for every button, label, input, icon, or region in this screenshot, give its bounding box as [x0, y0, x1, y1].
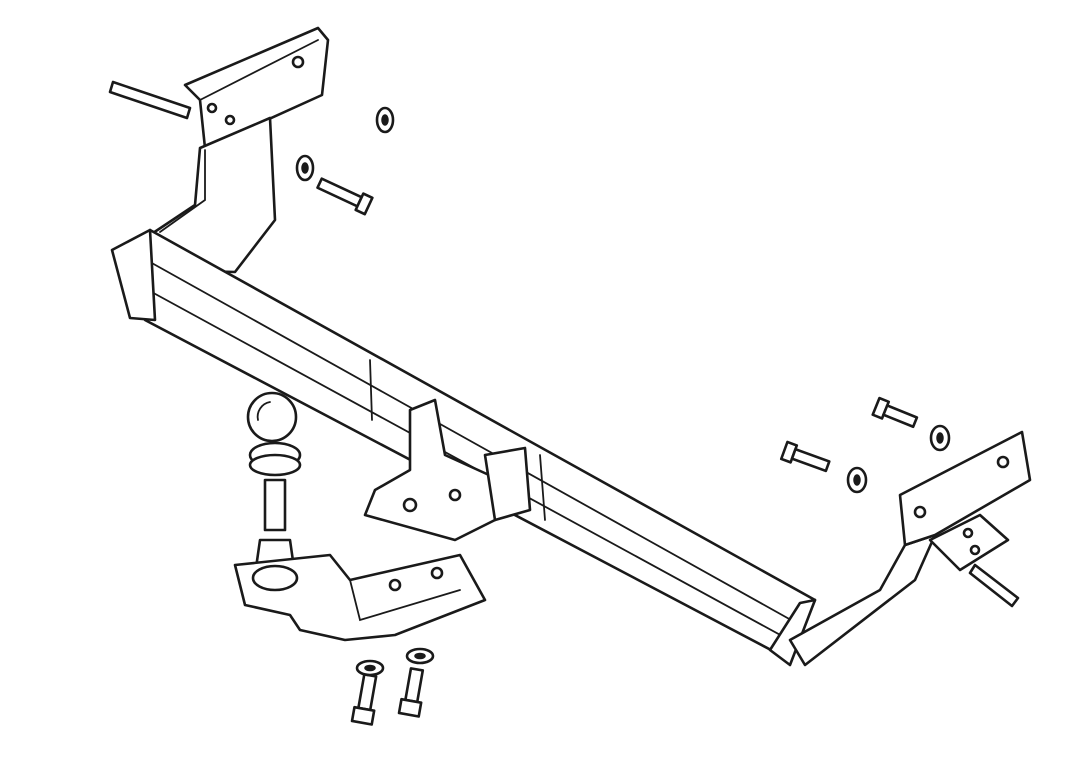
- tow-ball: [246, 391, 302, 577]
- ball-mount-plate: [233, 553, 487, 642]
- bolt: [871, 396, 919, 429]
- bolt: [316, 177, 374, 216]
- right-rod: [968, 563, 1020, 608]
- bolt: [350, 673, 378, 726]
- mounting-bolts: [316, 177, 919, 726]
- center-tabs: [363, 398, 532, 542]
- bolt: [397, 667, 425, 718]
- crossbar-tube: [110, 228, 817, 667]
- bolt: [779, 440, 831, 473]
- left-rod: [108, 80, 192, 120]
- washers: [295, 106, 951, 677]
- right-mounting-bracket: [788, 430, 1032, 667]
- left-mounting-bracket: [148, 26, 330, 274]
